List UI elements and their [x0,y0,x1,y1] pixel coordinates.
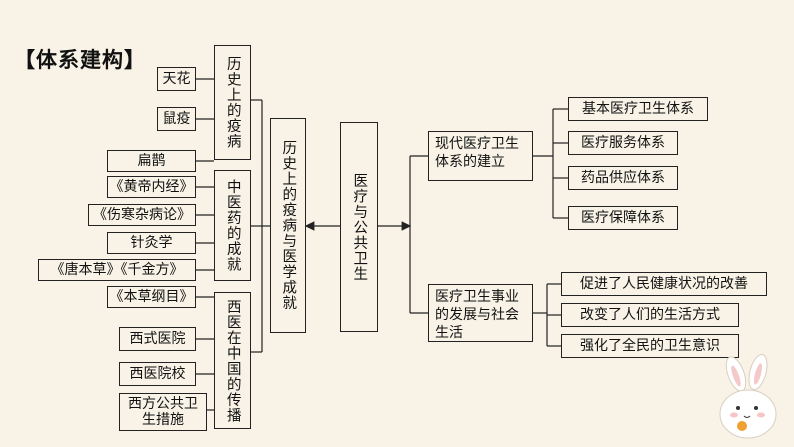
modern-item: 医疗服务体系 [568,131,678,155]
modern-item: 医疗保障体系 [568,206,678,230]
history-label: 历史上的疫病 [214,45,251,160]
tcm-item: 《唐本草》《千金方》 [38,259,196,281]
mid-label: 历史上的疫病与医学成就 [270,118,306,333]
dev-label: 医疗卫生事业的发展与社会生活 [428,284,533,342]
rabbit-icon [719,353,777,439]
modern-item: 药品供应体系 [568,166,678,190]
west-item: 西方公共卫生措施 [119,393,207,431]
west-item: 西式医院 [119,327,196,351]
west-item: 西医院校 [119,362,196,386]
west-label: 西医在中国的传播 [214,292,251,429]
tcm-label: 中医药的成就 [214,170,251,281]
history-item: 鼠疫 [157,107,196,131]
tcm-item: 针灸学 [107,232,196,254]
dev-item: 强化了全民的卫生意识 [561,334,739,358]
tcm-item: 《本草纲目》 [107,286,196,308]
dev-item: 促进了人民健康状况的改善 [561,272,767,296]
core-label: 医疗与公共卫生 [340,122,378,332]
modern-label: 现代医疗卫生体系的建立 [428,131,533,181]
history-item: 天花 [157,67,196,91]
modern-item: 基本医疗卫生体系 [568,97,708,121]
tcm-item: 扁鹊 [107,150,196,172]
tcm-item: 《伤寒杂病论》 [88,204,196,226]
page-title: 【体系建构】 [14,48,146,72]
tcm-item: 《黄帝内经》 [107,176,196,198]
dev-item: 改变了人们的生活方式 [561,303,739,327]
